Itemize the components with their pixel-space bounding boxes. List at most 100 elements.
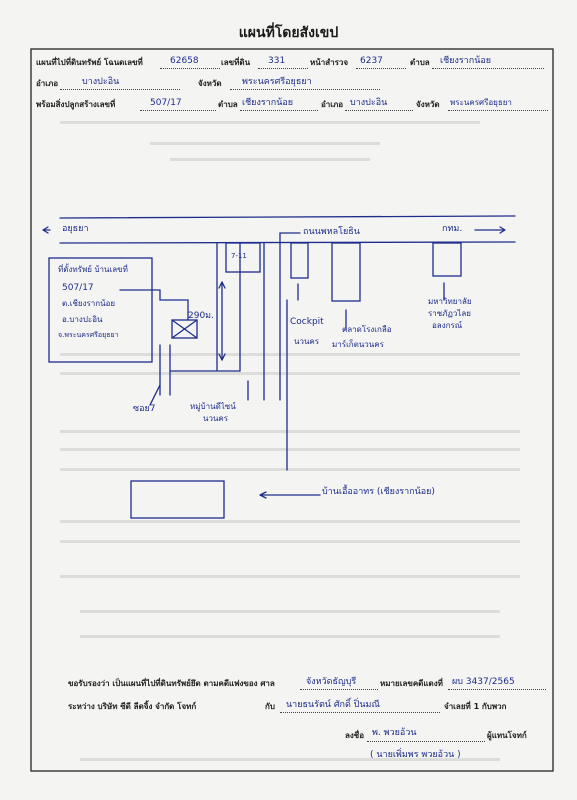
- road-name-label: ถนนพหลโยธิน: [303, 227, 360, 237]
- property-line-3: อ.บางปะอิน: [62, 315, 103, 324]
- signature-label: ลงชื่อ: [345, 731, 365, 740]
- bleed-through-line: [60, 353, 520, 356]
- distance-label: 290ม.: [188, 311, 214, 321]
- fill-line: [280, 712, 440, 713]
- housing-pointer: [259, 491, 321, 499]
- property-title: ที่ตั้งทรัพย์ บ้านเลขที่: [58, 265, 128, 274]
- bleed-through-line: [60, 430, 520, 433]
- cockpit-building: [290, 242, 309, 279]
- main-road-bottom-edge: [59, 241, 516, 244]
- university-label-2: ราชภัฏวไลย: [428, 309, 471, 318]
- bleed-through-line: [170, 158, 370, 161]
- property-line-4: จ.พระนครศรีอยุธยา: [58, 331, 119, 339]
- building-label: พร้อมสิ่งปลูกสร้างเลขที่: [36, 100, 116, 109]
- university-building: [432, 242, 462, 277]
- bleed-through-line: [60, 372, 520, 375]
- subdistrict-label: ตำบล: [410, 58, 430, 67]
- store-7-11: [225, 242, 261, 273]
- title-deed-label: แผนที่ไปที่ดินทรัพย์ โฉนดเลขที่: [36, 58, 143, 67]
- building-subdistrict-label: ตำบล: [218, 100, 238, 109]
- property-boundary: [48, 257, 153, 363]
- subdistrict-value: เชียงรากน้อย: [440, 56, 492, 66]
- title-deed-number: 62658: [170, 56, 199, 66]
- with-label: กับ: [265, 702, 275, 711]
- market-label-2: มาร์เก็ตนวนคร: [332, 340, 384, 349]
- university-label: มหาวิทยาลัย: [428, 297, 472, 306]
- bleed-through-line: [60, 540, 520, 543]
- building-district-label: อำเภอ: [321, 100, 344, 109]
- fill-line: [367, 741, 485, 742]
- bleed-through-line: [150, 142, 380, 145]
- fill-line: [356, 68, 406, 69]
- building-district-value: บางปะอิน: [350, 98, 388, 108]
- district-value: บางปะอิน: [82, 77, 120, 87]
- bleed-through-line: [80, 610, 500, 613]
- fill-line: [448, 110, 548, 111]
- property-line-2: ต.เชียงรากน้อย: [62, 299, 116, 308]
- bleed-through-line: [60, 575, 520, 578]
- cockpit-label: Cockpit: [290, 317, 324, 327]
- property-line-1: 507/17: [62, 283, 94, 293]
- fill-line: [258, 68, 308, 69]
- case-number: ผบ 3437/2565: [452, 677, 515, 687]
- survey-page-label: หน้าสำรวจ: [310, 58, 349, 67]
- store-7-11-label: 7-11: [231, 252, 247, 260]
- defendant-suffix: จำเลยที่ 1 กับพวก: [444, 702, 507, 711]
- bleed-through-line: [60, 448, 520, 451]
- housing-project-block: [130, 480, 225, 519]
- plaintiff-label: ระหว่าง บริษัท ซีดี ลีดจิ้ง จำกัด โจทก์: [68, 702, 197, 711]
- village-label: หมู่บ้านดีไซน์: [190, 402, 236, 411]
- direction-left-label: อยุธยา: [62, 224, 89, 234]
- bleed-through-line: [80, 758, 500, 761]
- certification-label: ขอรับรองว่า เป็นแผนที่ไปที่ดินทรัพย์ยึด …: [68, 679, 275, 688]
- bleed-through-line: [80, 635, 500, 638]
- soi-label: ซอย7: [133, 404, 156, 414]
- bleed-through-line: [60, 520, 520, 523]
- fill-line: [140, 110, 216, 111]
- soi-pointer: [149, 384, 161, 406]
- right-direction-arrow: [474, 226, 506, 234]
- signer-name: ( นายเพิ่มพร พวยอ้วน ): [370, 750, 461, 760]
- fill-line: [240, 110, 318, 111]
- case-number-label: หมายเลขคดีแดงที่: [380, 679, 443, 688]
- court-name: จังหวัดธัญบุรี: [306, 677, 357, 687]
- road-label-pointer: [279, 232, 301, 244]
- province-value: พระนครศรีอยุธยา: [242, 77, 312, 87]
- building-province-label: จังหวัด: [416, 100, 440, 109]
- fill-line: [160, 68, 220, 69]
- fill-line: [448, 689, 546, 690]
- market-label: ตลาดโรงเกลือ: [342, 325, 392, 334]
- signature: พ. พวยอ้วน: [372, 728, 417, 738]
- property-pointer: [119, 289, 189, 321]
- land-number: 331: [268, 56, 286, 66]
- left-direction-arrow: [42, 226, 51, 234]
- village-label-2: นวนคร: [203, 414, 229, 423]
- province-label: จังหวัด: [198, 79, 222, 88]
- bleed-through-line: [60, 468, 520, 471]
- fill-line: [345, 110, 413, 111]
- fill-line: [432, 68, 544, 69]
- main-road-top-edge: [59, 215, 516, 219]
- market-building: [331, 242, 361, 302]
- fill-line: [300, 689, 378, 690]
- survey-page-number: 6237: [360, 56, 383, 66]
- signer-role: ผู้แทนโจทก์: [487, 731, 527, 740]
- building-subdistrict-value: เชียงรากน้อย: [242, 98, 294, 108]
- cockpit-label-2: นวนคร: [294, 337, 320, 346]
- building-number: 507/17: [150, 98, 182, 108]
- building-province-value: พระนครศรีอยุธยา: [450, 98, 512, 107]
- university-label-3: อลงกรณ์: [432, 321, 463, 330]
- district-label: อำเภอ: [36, 79, 59, 88]
- fill-line: [230, 89, 380, 90]
- fill-line: [60, 89, 180, 90]
- land-no-label: เลขที่ดิน: [221, 58, 251, 67]
- defendant-name: นายธนรัตน์ ศักดิ์ ปิ่นมณี: [286, 700, 380, 710]
- direction-right-label: กทม.: [442, 224, 463, 234]
- house-marker: [171, 319, 198, 339]
- housing-project-label: บ้านเอื้ออาทร (เชียงรากน้อย): [322, 487, 435, 497]
- house-marker-cross: [171, 319, 198, 339]
- bleed-through-line: [60, 121, 480, 124]
